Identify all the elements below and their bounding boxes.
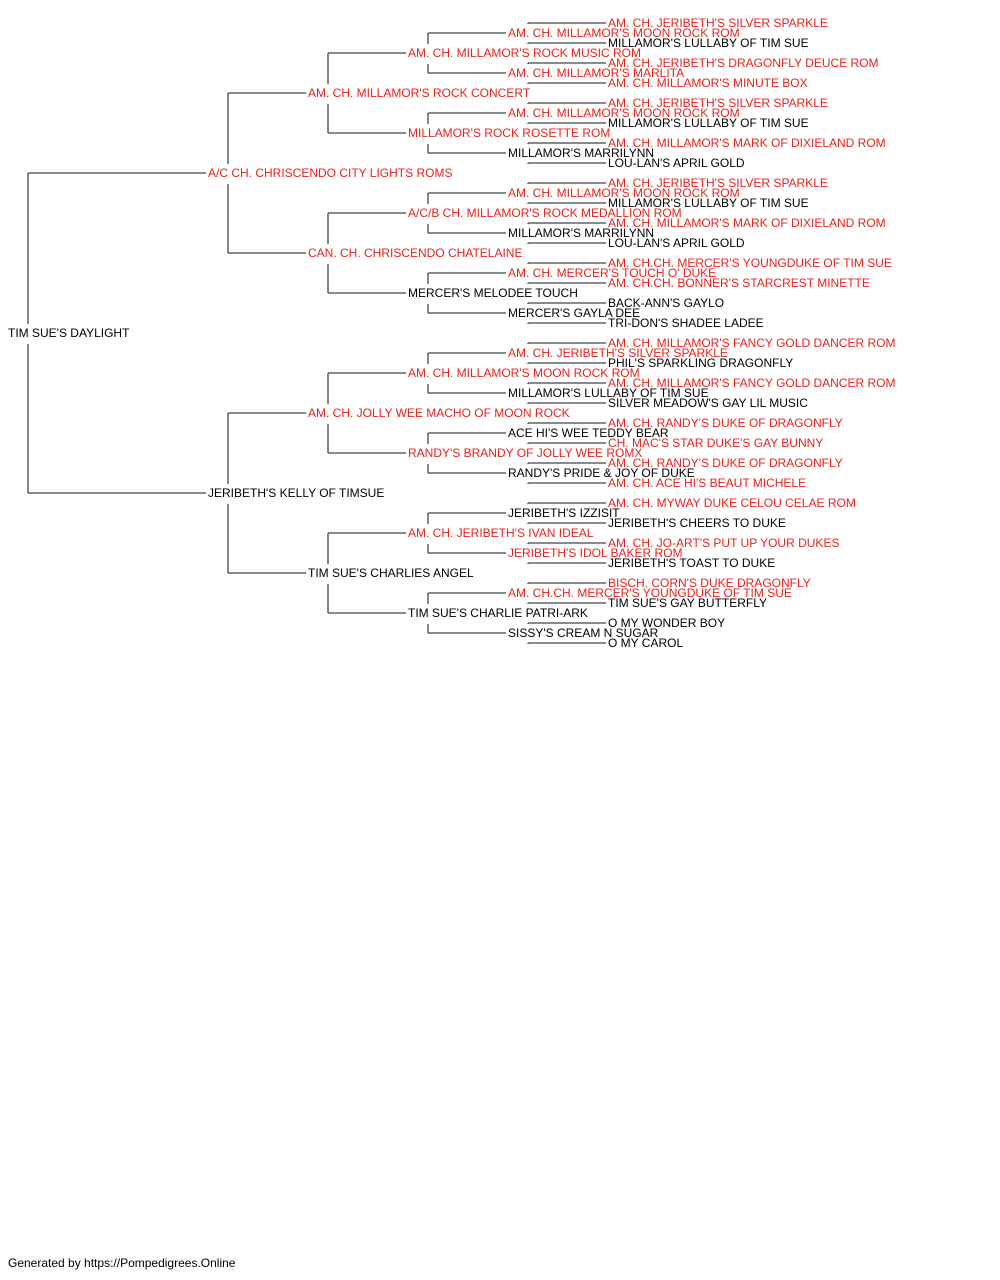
pedigree-sire-name: AM. CH. MYWAY DUKE CELOU CELAE ROM: [608, 496, 856, 510]
pedigree-dam-name: TIM SUE'S CHARLIES ANGEL: [308, 566, 474, 580]
pedigree-sire-name: AM. CH. JOLLY WEE MACHO OF MOON ROCK: [308, 406, 570, 420]
pedigree-dam-name: TIM SUE'S GAY BUTTERFLY: [608, 596, 767, 610]
pedigree-sire-name: O MY WONDER BOY: [608, 616, 725, 630]
pedigree-sire-name: AM. CH. MILLAMOR'S MOON ROCK ROM: [508, 186, 740, 200]
generated-by-footer: Generated by https://Pompedigrees.Online: [8, 1256, 236, 1270]
pedigree-sire-name: AM. CH.CH. MERCER'S YOUNGDUKE OF TIM SUE: [608, 256, 892, 270]
pedigree-sire-name: AM. CH. MILLAMOR'S MARK OF DIXIELAND ROM: [608, 216, 886, 230]
pedigree-dam-name: SISSY'S CREAM N SUGAR: [508, 626, 659, 640]
pedigree-dam-name: JERIBETH'S TOAST TO DUKE: [608, 556, 775, 570]
pedigree-dam-name: CH. MAC'S STAR DUKE'S GAY BUNNY: [608, 436, 823, 450]
pedigree-sire-name: AM. CH.CH. MERCER'S YOUNGDUKE OF TIM SUE: [508, 586, 792, 600]
pedigree-sire-name: ACE HI'S WEE TEDDY BEAR: [508, 426, 669, 440]
pedigree-dam-name: AM. CH.CH. BONNER'S STARCREST MINETTE: [608, 276, 870, 290]
pedigree-sire-name: BACK-ANN'S GAYLO: [608, 296, 724, 310]
pedigree-sire-name: AM. CH. MERCER'S TOUCH O' DUKE: [508, 266, 716, 280]
pedigree-dam-name: TRI-DON'S SHADEE LADEE: [608, 316, 764, 330]
pedigree-dam-name: AM. CH. ACE HI'S BEAUT MICHELE: [608, 476, 806, 490]
pedigree-dam-name: AM. CH. MILLAMOR'S MINUTE BOX: [608, 76, 808, 90]
pedigree-dam-name: MILLAMOR'S LULLABY OF TIM SUE: [508, 386, 709, 400]
pedigree-dam-name: TIM SUE'S CHARLIE PATRI-ARK: [408, 606, 588, 620]
pedigree-dam-name: JERIBETH'S KELLY OF TIMSUE: [208, 486, 384, 500]
pedigree-dam-name: MERCER'S GAYLA DEE: [508, 306, 640, 320]
pedigree-sire-name: AM. CH. MILLAMOR'S FANCY GOLD DANCER ROM: [608, 336, 895, 350]
pedigree-sire-name: AM. CH. JO-ART'S PUT UP YOUR DUKES: [608, 536, 839, 550]
pedigree-dam-name: LOU-LAN'S APRIL GOLD: [608, 156, 745, 170]
pedigree-dam-name: CAN. CH. CHRISCENDO CHATELAINE: [308, 246, 522, 260]
pedigree-dam-name: MILLAMOR'S ROCK ROSETTE ROM: [408, 126, 610, 140]
pedigree-dam-name: PHIL'S SPARKLING DRAGONFLY: [608, 356, 793, 370]
pedigree-dam-name: MILLAMOR'S LULLABY OF TIM SUE: [608, 196, 809, 210]
pedigree-dam-name: O MY CAROL: [608, 636, 683, 650]
pedigree-sire-name: AM. CH. MILLAMOR'S ROCK MUSIC ROM: [408, 46, 641, 60]
pedigree-subject-name: TIM SUE'S DAYLIGHT: [8, 326, 130, 340]
pedigree-sire-name: A/C CH. CHRISCENDO CITY LIGHTS ROMS: [208, 166, 452, 180]
pedigree-dam-name: MILLAMOR'S MARRILYNN: [508, 146, 654, 160]
pedigree-sire-name: A/C/B CH. MILLAMOR'S ROCK MEDALLION ROM: [408, 206, 682, 220]
pedigree-dam-name: LOU-LAN'S APRIL GOLD: [608, 236, 745, 250]
pedigree-dam-name: RANDY'S BRANDY OF JOLLY WEE ROMX: [408, 446, 642, 460]
pedigree-dam-name: MILLAMOR'S LULLABY OF TIM SUE: [608, 36, 809, 50]
pedigree-sire-name: AM. CH. MILLAMOR'S ROCK CONCERT: [308, 86, 531, 100]
pedigree-sire-name: AM. CH. MILLAMOR'S MARK OF DIXIELAND ROM: [608, 136, 886, 150]
pedigree-dam-name: RANDY'S PRIDE & JOY OF DUKE: [508, 466, 695, 480]
pedigree-dam-name: SILVER MEADOW'S GAY LIL MUSIC: [608, 396, 808, 410]
pedigree-sire-name: AM. CH. JERIBETH'S SILVER SPARKLE: [608, 96, 828, 110]
pedigree-sire-name: AM. CH. MILLAMOR'S MOON ROCK ROM: [408, 366, 640, 380]
pedigree-sire-name: AM. CH. JERIBETH'S DRAGONFLY DEUCE ROM: [608, 56, 879, 70]
pedigree-sire-name: BISCH. CORN'S DUKE DRAGONFLY: [608, 576, 811, 590]
pedigree-sire-name: AM. CH. RANDY'S DUKE OF DRAGONFLY: [608, 456, 843, 470]
pedigree-sire-name: JERIBETH'S IZZISIT: [508, 506, 620, 520]
pedigree-sire-name: AM. CH. JERIBETH'S SILVER SPARKLE: [608, 16, 828, 30]
pedigree-sire-name: AM. CH. MILLAMOR'S MOON ROCK ROM: [508, 26, 740, 40]
pedigree-sire-name: AM. CH. MILLAMOR'S FANCY GOLD DANCER ROM: [608, 376, 895, 390]
pedigree-sire-name: AM. CH. JERIBETH'S SILVER SPARKLE: [608, 176, 828, 190]
pedigree-sire-name: AM. CH. JERIBETH'S IVAN IDEAL: [408, 526, 594, 540]
pedigree-sire-name: AM. CH. MILLAMOR'S MOON ROCK ROM: [508, 106, 740, 120]
pedigree-dam-name: MILLAMOR'S MARRILYNN: [508, 226, 654, 240]
pedigree-dam-name: AM. CH. MILLAMOR'S MARLITA: [508, 66, 684, 80]
pedigree-sire-name: AM. CH. JERIBETH'S SILVER SPARKLE: [508, 346, 728, 360]
pedigree-dam-name: JERIBETH'S CHEERS TO DUKE: [608, 516, 786, 530]
pedigree-dam-name: MERCER'S MELODEE TOUCH: [408, 286, 578, 300]
pedigree-dam-name: JERIBETH'S IDOL BAKER ROM: [508, 546, 683, 560]
pedigree-dam-name: MILLAMOR'S LULLABY OF TIM SUE: [608, 116, 809, 130]
pedigree-sire-name: AM. CH. RANDY'S DUKE OF DRAGONFLY: [608, 416, 843, 430]
